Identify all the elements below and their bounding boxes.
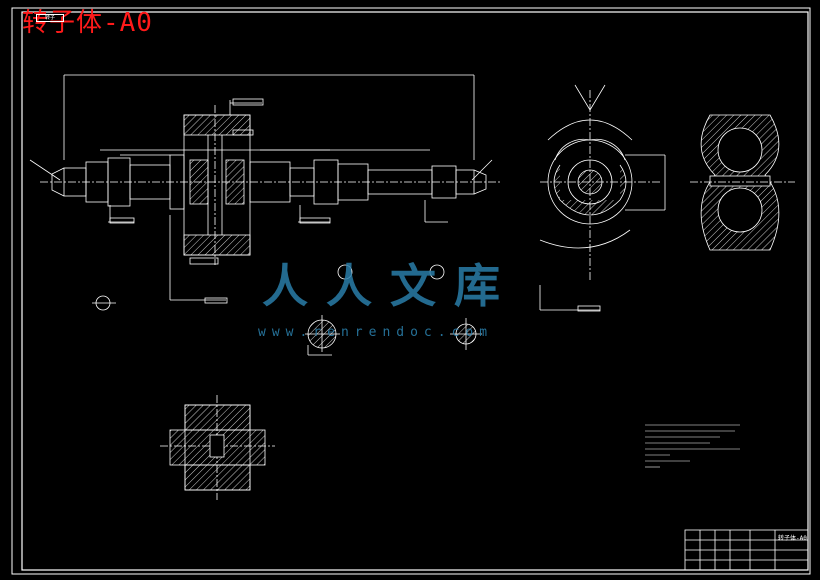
section-view-double — [690, 114, 795, 251]
title-block-drawing-name: 转子体-A0 — [778, 535, 807, 542]
watermark-url: www.renrendoc.com — [258, 325, 494, 340]
section-view-coupling — [160, 395, 275, 500]
section-view-circular — [539, 84, 666, 312]
watermark-brand: 人人文库 — [262, 259, 518, 313]
corner-tag: 转子 — [36, 14, 64, 22]
detail-views — [92, 264, 482, 356]
technical-notes — [645, 424, 740, 468]
shaft-front-view — [29, 74, 500, 304]
outer-border — [11, 7, 811, 575]
inner-border — [21, 11, 809, 571]
title-block — [684, 529, 809, 571]
